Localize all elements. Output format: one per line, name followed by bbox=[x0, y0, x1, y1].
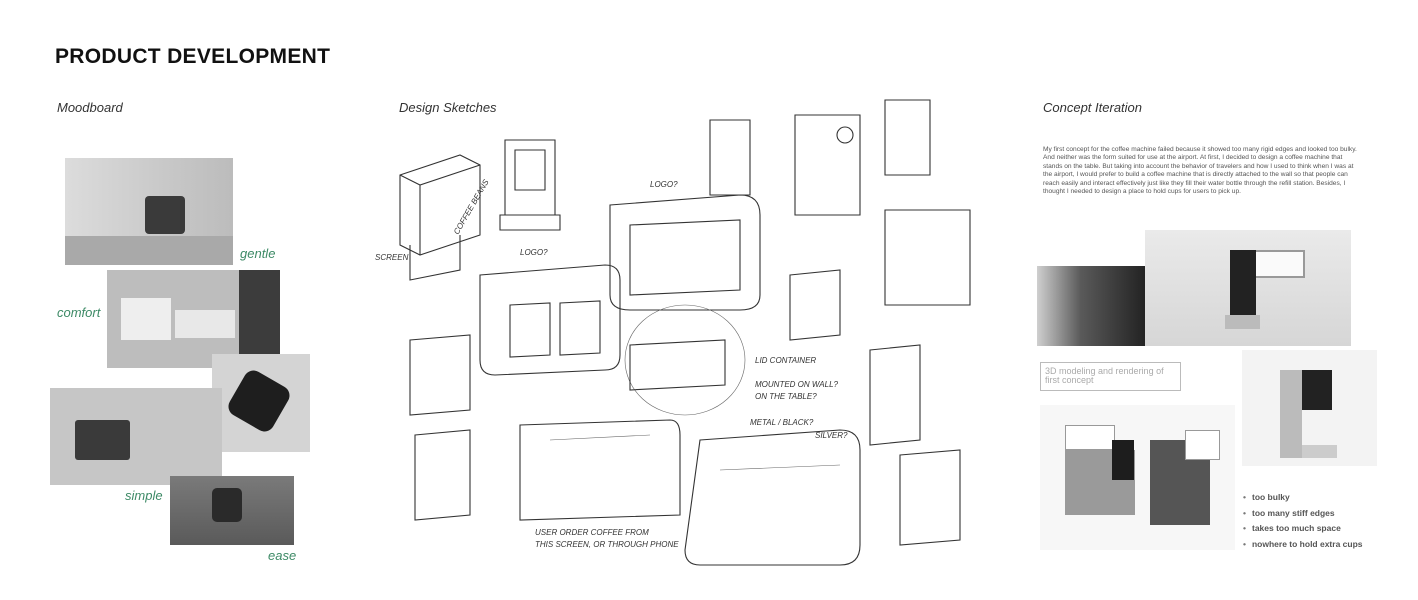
note-coffee-beans: COFFEE BEANS bbox=[452, 177, 491, 236]
moodboard-image-cube bbox=[212, 354, 310, 452]
concept-description: My first concept for the coffee machine … bbox=[1043, 146, 1357, 196]
note-logo-2: LOGO? bbox=[650, 180, 678, 189]
issues-list: too bulky too many stiff edges takes too… bbox=[1243, 492, 1363, 554]
moodboard-image-speaker bbox=[170, 476, 294, 545]
note-lid-container: LID CONTAINER bbox=[755, 356, 816, 365]
note-screen: SCREEN bbox=[375, 253, 409, 262]
sketch-machines-mid bbox=[409, 269, 921, 446]
note-silver: SILVER? bbox=[815, 431, 848, 440]
moodboard-image-box bbox=[50, 388, 222, 485]
moodboard-image-lamp bbox=[65, 158, 233, 265]
note-user-order: USER ORDER COFFEE FROM bbox=[535, 528, 649, 537]
mood-word-ease: ease bbox=[268, 548, 297, 563]
sketch-machine-4 bbox=[479, 264, 621, 376]
sketch-machines-top bbox=[709, 99, 971, 306]
mood-word-simple: simple bbox=[125, 488, 163, 503]
render-caption: 3D modeling and rendering of first conce… bbox=[1040, 362, 1181, 391]
note-metal-black: METAL / BLACK? bbox=[750, 418, 814, 427]
sketch-machines-bottom bbox=[414, 419, 961, 566]
sketch-machine-1 bbox=[399, 154, 481, 281]
note-logo-1: LOGO? bbox=[520, 248, 548, 257]
concept-photo-closeup bbox=[1037, 266, 1146, 346]
issue-item: too bulky bbox=[1243, 492, 1363, 508]
issue-item: too many stiff edges bbox=[1243, 508, 1363, 524]
moodboard-image-device bbox=[107, 270, 280, 368]
concept-render-standing bbox=[1242, 350, 1377, 466]
note-on-the-table: ON THE TABLE? bbox=[755, 392, 817, 401]
sketch-machine-3 bbox=[609, 194, 761, 311]
design-sketches: SCREEN COFFEE BEANS LOGO? LOGO? LID CONT… bbox=[375, 99, 971, 566]
sketch-machine-2 bbox=[499, 139, 561, 231]
concept-render-wall bbox=[1145, 230, 1351, 346]
concept-render-pair bbox=[1040, 405, 1235, 550]
mood-word-comfort: comfort bbox=[57, 305, 101, 320]
mood-word-gentle: gentle bbox=[240, 246, 276, 261]
issue-item: nowhere to hold extra cups bbox=[1243, 539, 1363, 555]
moodboard-heading: Moodboard bbox=[57, 100, 123, 115]
sketches-heading: Design Sketches bbox=[399, 100, 497, 115]
concept-heading: Concept Iteration bbox=[1043, 100, 1143, 115]
issue-item: takes too much space bbox=[1243, 523, 1363, 539]
note-mounted-on-wall: MOUNTED ON WALL? bbox=[755, 380, 839, 389]
page-title: PRODUCT DEVELOPMENT bbox=[55, 45, 331, 68]
note-through-phone: THIS SCREEN, OR THROUGH PHONE bbox=[535, 540, 679, 549]
